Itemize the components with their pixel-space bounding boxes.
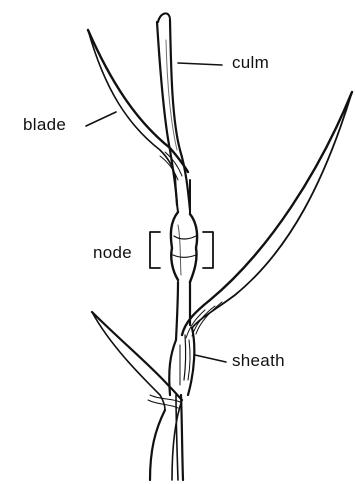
node-swelling <box>171 212 197 282</box>
culm-label: culm <box>232 54 269 71</box>
culm-leader <box>178 63 222 65</box>
node-bracket <box>150 232 213 268</box>
right-blade <box>182 92 352 338</box>
sheath-leader <box>195 355 226 362</box>
node-label: node <box>93 244 132 261</box>
blade-label: blade <box>23 116 66 133</box>
sheath-label: sheath <box>232 352 285 369</box>
lower-sheath <box>169 328 194 395</box>
lower-blade <box>92 312 182 480</box>
culm-upper <box>157 13 190 210</box>
culm-lower <box>176 282 190 480</box>
blade-leader <box>86 112 116 126</box>
